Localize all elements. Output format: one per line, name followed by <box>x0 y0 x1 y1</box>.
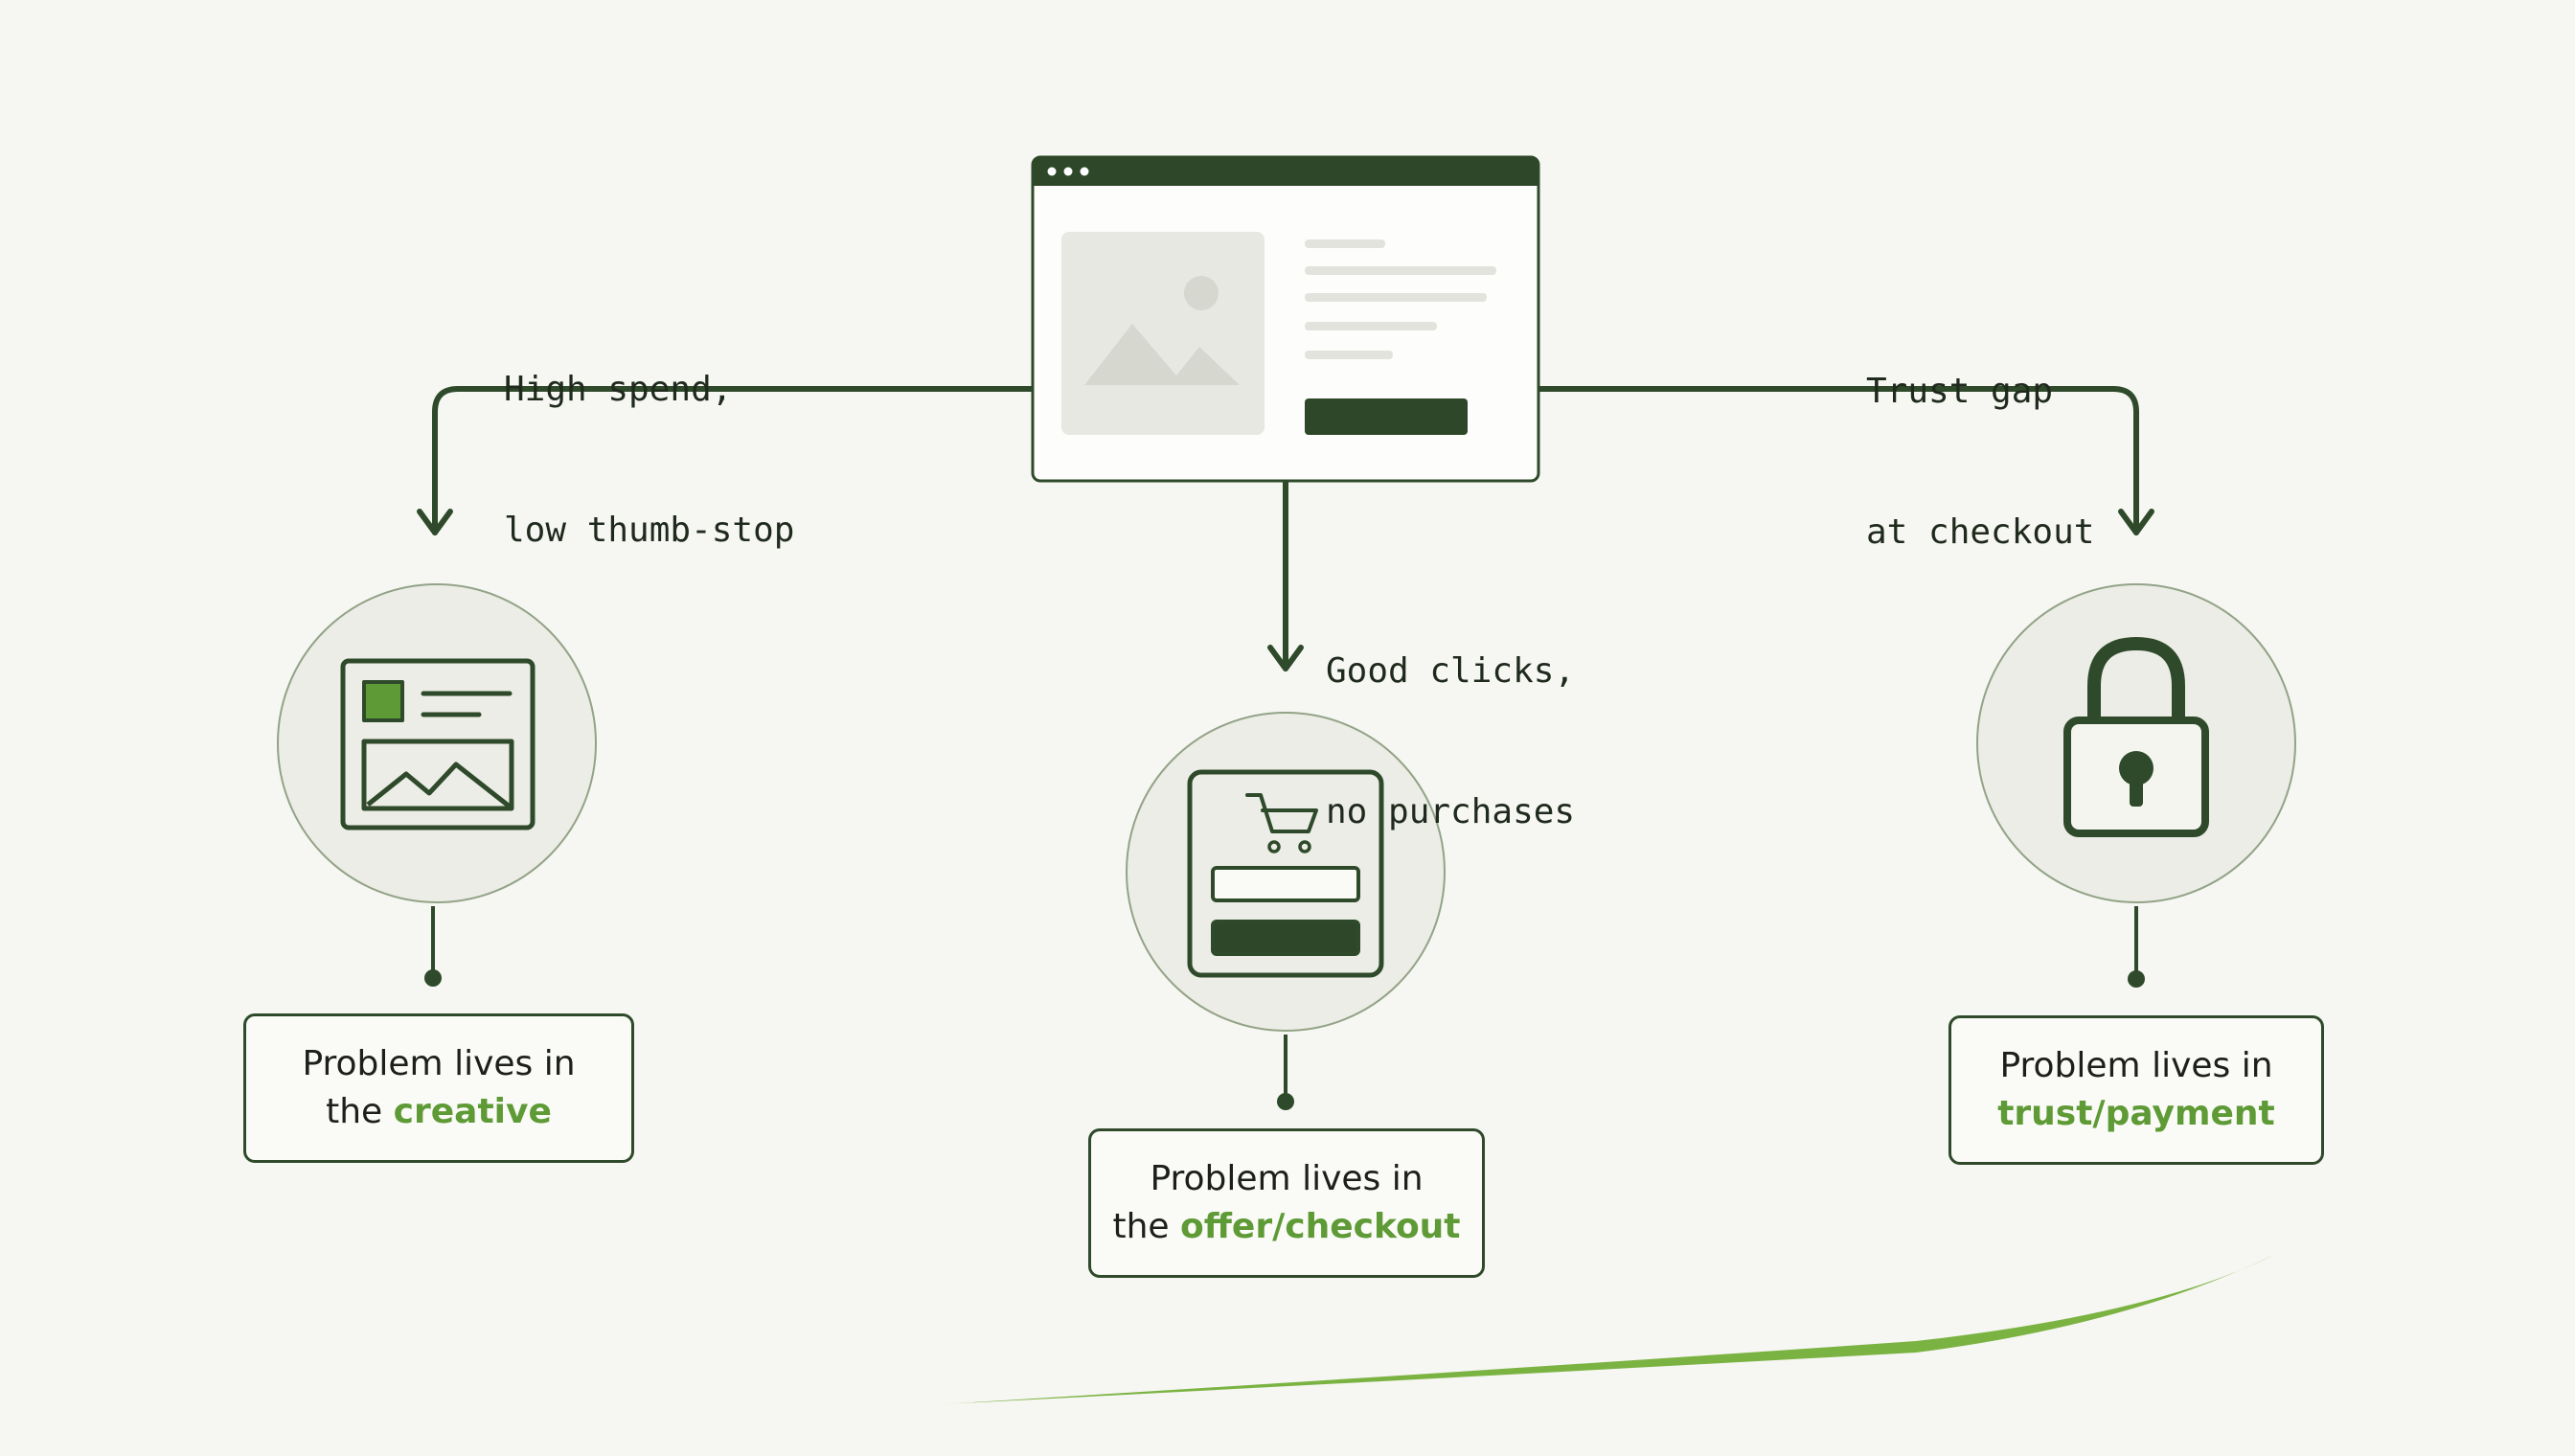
result-offer-accent: offer/checkout <box>1180 1207 1461 1246</box>
connector-lines <box>417 386 2154 671</box>
branch-right-node <box>1976 583 2296 988</box>
result-creative-accent: creative <box>393 1092 552 1131</box>
branch-label-middle-line-1: Good clicks, <box>1326 651 1576 691</box>
branch-label-middle: Good clicks, no purchases <box>1326 554 1575 929</box>
result-creative-line-1: Problem lives in <box>302 1044 576 1083</box>
result-creative-mid: the <box>326 1092 383 1131</box>
ad-creative-icon <box>340 658 536 830</box>
branch-label-right-line-2: at checkout <box>1866 512 2095 552</box>
result-box-offer-checkout: Problem lives in the offer/checkout <box>1088 1128 1485 1278</box>
result-box-trust-payment: Problem lives in trust/payment <box>1948 1015 2324 1165</box>
branch-label-right-line-1: Trust gap <box>1866 372 2054 411</box>
result-box-creative: Problem lives in the creative <box>243 1013 634 1163</box>
result-trust-line-2: trust/payment <box>1997 1090 2275 1138</box>
connector-left <box>432 386 1036 535</box>
result-offer-mid: the <box>1112 1207 1170 1246</box>
arrowhead-right <box>2118 509 2154 535</box>
padlock-icon <box>2063 636 2209 837</box>
result-trust-accent: trust/payment <box>1997 1094 2275 1133</box>
browser-ad-window-icon <box>1031 155 1540 483</box>
branch-label-right: Trust gap at checkout <box>1866 274 2094 649</box>
arrowhead-left <box>417 509 453 535</box>
result-offer-line-2: the offer/checkout <box>1112 1203 1460 1251</box>
branch-label-middle-line-2: no purchases <box>1326 792 1576 831</box>
branch-label-left-line-2: low thumb-stop <box>504 511 795 550</box>
branch-label-left: High spend, low thumb-stop <box>504 272 794 648</box>
branch-left-node <box>277 583 597 987</box>
branch-middle-node <box>1126 712 1446 1110</box>
arrowhead-middle <box>1267 645 1304 671</box>
cart-checkout-icon <box>1187 769 1384 978</box>
result-creative-line-2: the creative <box>326 1088 552 1136</box>
connector-right <box>1536 386 2139 535</box>
decorative-brush-stroke <box>941 1255 2274 1404</box>
result-offer-line-1: Problem lives in <box>1150 1159 1424 1198</box>
result-trust-line-1: Problem lives in <box>1999 1046 2273 1085</box>
branch-label-left-line-1: High spend, <box>504 370 733 409</box>
